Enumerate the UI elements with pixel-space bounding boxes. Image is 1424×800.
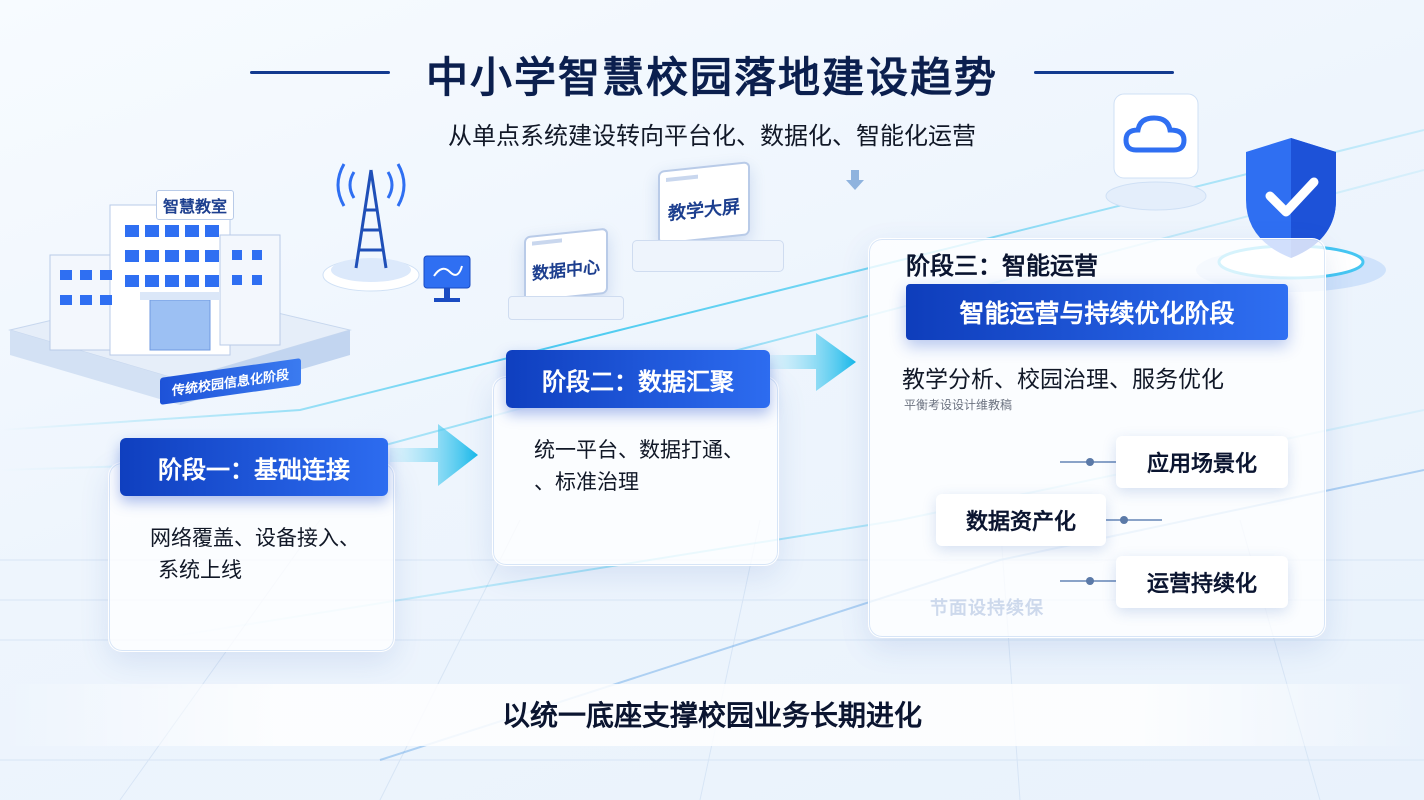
tag-application: 应用场景化 xyxy=(1116,436,1288,488)
arrow-stage2-to-3 xyxy=(770,333,856,391)
connector-line-2 xyxy=(1106,519,1162,521)
data-center-label: 数据中心 xyxy=(532,257,600,285)
stage-2-label: 阶段二：数据汇聚 xyxy=(506,350,770,408)
tag-data-asset: 数据资产化 xyxy=(936,494,1106,546)
stage-1-desc-line-2: 系统上线 xyxy=(158,558,242,582)
monitor-icon xyxy=(423,255,471,302)
stage-1-desc-line-1: 网络覆盖、设备接入、 xyxy=(150,526,360,550)
building-sign: 智慧教室 xyxy=(156,190,235,220)
signal-tower-icon xyxy=(322,163,420,292)
data-center-screen: 数据中心 xyxy=(524,227,608,303)
title-line-right xyxy=(1034,71,1174,74)
stage-2-desc-line-2: 、标准治理 xyxy=(534,470,639,494)
stage-3-desc: 教学分析、校园治理、服务优化 xyxy=(902,367,1224,393)
arrow-stage1-to-2 xyxy=(390,424,478,486)
tag-operation: 运营持续化 xyxy=(1116,556,1288,608)
stage-3-banner: 智能运营与持续优化阶段 xyxy=(906,284,1288,340)
cloud-icon xyxy=(1105,93,1207,211)
stage-3-ghost-text: 节面设持续保 xyxy=(930,598,1044,619)
teaching-screen-label: 教学大屏 xyxy=(668,196,740,225)
title-line-left xyxy=(250,71,390,74)
connector-dot-1 xyxy=(1086,458,1094,466)
page-title: 中小学智慧校园落地建设趋势 xyxy=(425,53,998,102)
stage-3-small-note: 平衡考设设计维教稿 xyxy=(904,398,1013,412)
footer-bar xyxy=(0,684,1424,746)
stage-3-label: 阶段三：智能运营 xyxy=(906,252,1098,280)
stage-2-desc-line-1: 统一平台、数据打通、 xyxy=(534,438,744,462)
footer-slogan: 以统一底座支撑校园业务长期进化 xyxy=(501,699,922,732)
connector-dot-2 xyxy=(1120,516,1128,524)
page-subtitle: 从单点系统建设转向平台化、数据化、智能化运营 xyxy=(448,122,976,150)
header: 中小学智慧校园落地建设趋势 xyxy=(0,44,1424,105)
teaching-screen-base xyxy=(632,240,784,272)
data-center-base xyxy=(508,296,624,320)
connector-dot-3 xyxy=(1086,577,1094,585)
stage-1-label: 阶段一：基础连接 xyxy=(120,438,388,496)
school-building-icon xyxy=(8,204,352,405)
teaching-screen: 教学大屏 xyxy=(658,161,750,245)
